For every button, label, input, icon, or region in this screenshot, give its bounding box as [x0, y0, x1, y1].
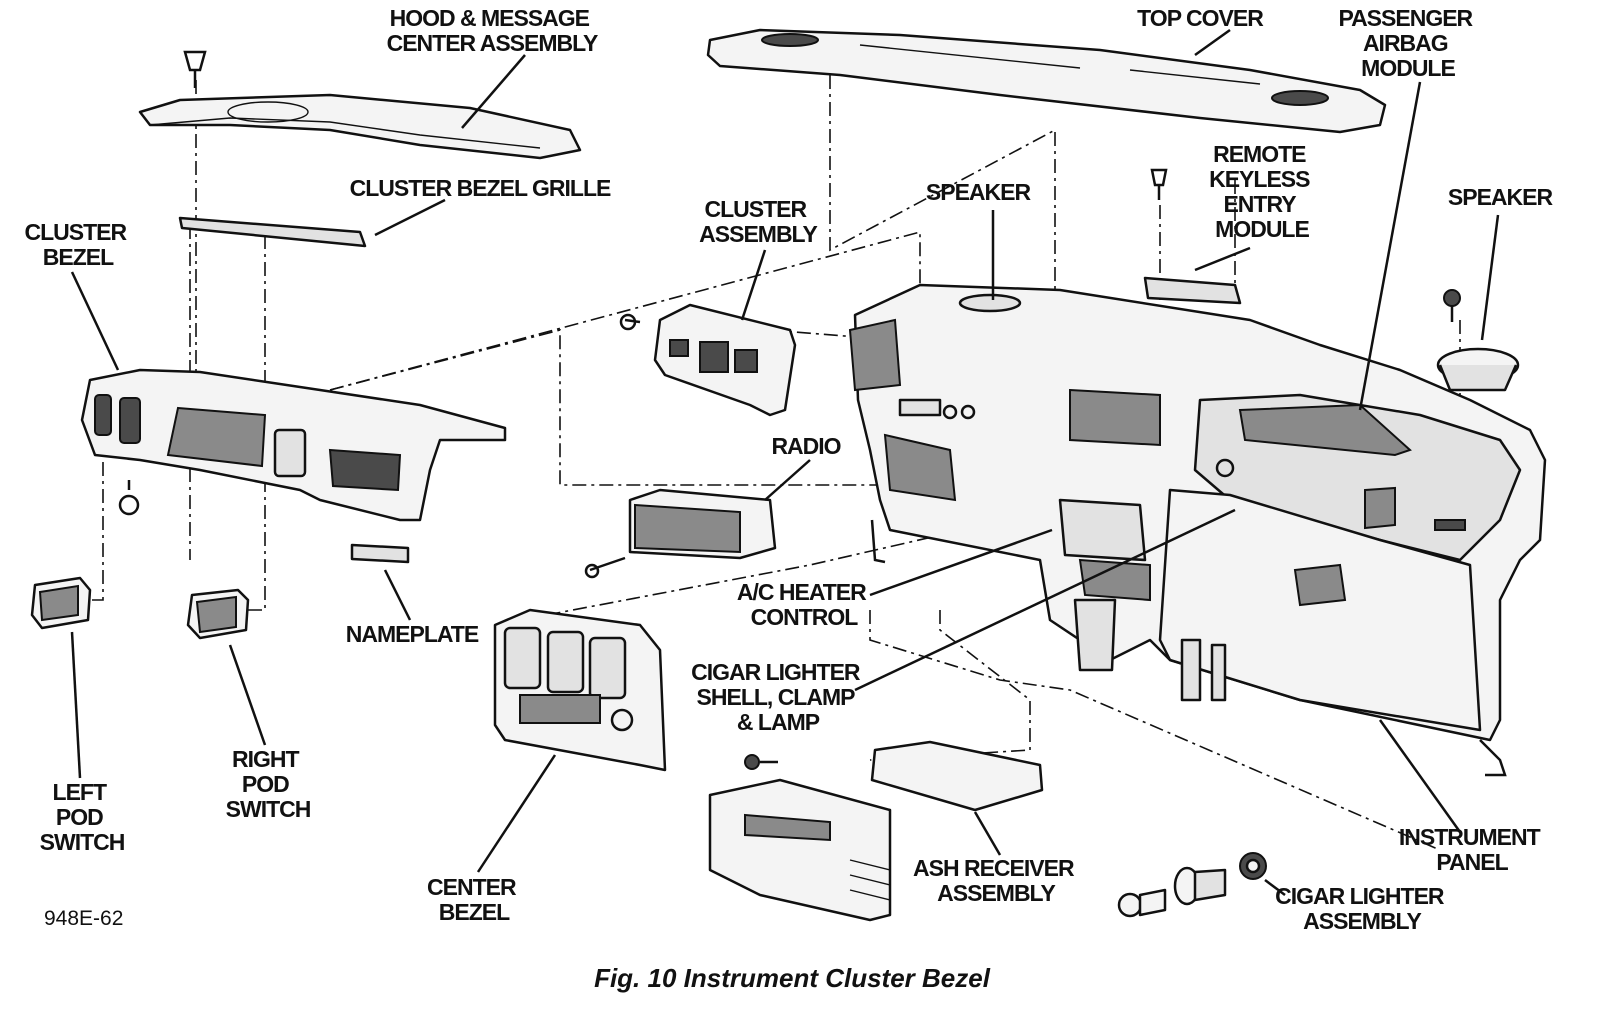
- label-cluster-bezel-grille: CLUSTER BEZEL GRILLE: [350, 175, 611, 201]
- cluster-bezel: [80, 368, 507, 522]
- label-remote-keyless-entry: REMOTE KEYLESS ENTRY MODULE: [1209, 141, 1315, 242]
- nameplate: [350, 543, 410, 564]
- label-cluster-bezel: CLUSTER BEZEL: [24, 219, 131, 270]
- label-hood-message-center: HOOD & MESSAGE CENTER ASSEMBLY: [387, 5, 598, 56]
- label-cigar-lighter-assembly: CIGAR LIGHTER ASSEMBLY: [1275, 883, 1449, 934]
- center-bezel: [493, 608, 667, 772]
- figure-code: 948E-62: [44, 907, 123, 930]
- figure-caption: Fig. 10 Instrument Cluster Bezel: [594, 963, 991, 993]
- label-ash-receiver: ASH RECEIVER ASSEMBLY: [913, 855, 1079, 906]
- instrument-panel: [848, 276, 1547, 777]
- label-center-bezel: CENTER BEZEL: [427, 874, 521, 925]
- radio: [584, 488, 777, 579]
- label-passenger-airbag: PASSENGER AIRBAG MODULE: [1338, 5, 1477, 81]
- leader-arrows: [70, 28, 1500, 896]
- cluster-assembly: [619, 303, 797, 417]
- top-cover: [706, 28, 1387, 134]
- right-pod-switch: [186, 588, 250, 640]
- label-nameplate: NAMEPLATE: [346, 621, 479, 647]
- left-pod-switch: [30, 576, 92, 630]
- labels: HOOD & MESSAGE CENTER ASSEMBLY TOP COVER…: [24, 5, 1554, 993]
- hood-message-center-assembly: [138, 50, 582, 160]
- cluster-bezel-grille: [178, 216, 367, 248]
- label-radio: RADIO: [771, 433, 840, 459]
- label-right-pod-switch: RIGHT POD SWITCH: [226, 746, 311, 822]
- label-left-pod-switch: LEFT POD SWITCH: [40, 779, 125, 855]
- label-ac-heater-control: A/C HEATER CONTROL: [737, 579, 871, 630]
- label-cluster-assembly: CLUSTER ASSEMBLY: [699, 196, 817, 247]
- ash-receiver-assembly: [708, 740, 1044, 922]
- label-speaker-right: SPEAKER: [1448, 184, 1554, 210]
- cigar-lighter-assembly: [1117, 852, 1267, 918]
- label-cigar-lighter-shell: CIGAR LIGHTER SHELL, CLAMP & LAMP: [691, 659, 865, 735]
- label-instrument-panel: INSTRUMENT PANEL: [1399, 824, 1545, 875]
- right-speaker: [1436, 289, 1520, 392]
- label-top-cover: TOP COVER: [1137, 5, 1264, 31]
- keyless-screw: [1150, 168, 1168, 200]
- label-speaker-center: SPEAKER: [926, 179, 1032, 205]
